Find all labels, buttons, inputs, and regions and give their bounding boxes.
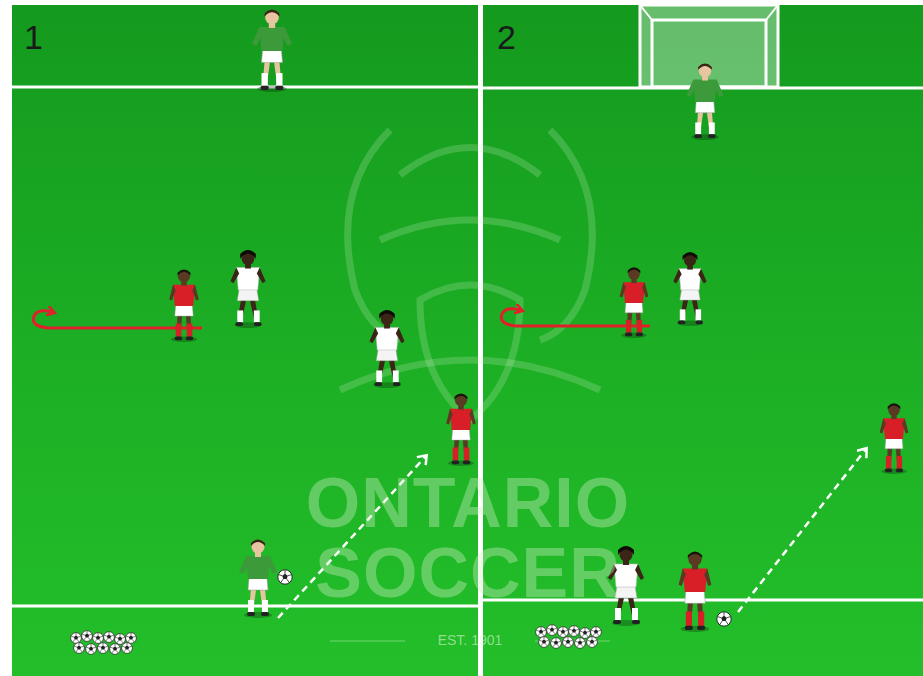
- panel-number: 2: [497, 18, 516, 57]
- watermark-year: EST. 1901: [410, 632, 530, 648]
- watermark: ONTARIO SOCCER: [288, 468, 648, 608]
- panel-number: 1: [24, 18, 43, 57]
